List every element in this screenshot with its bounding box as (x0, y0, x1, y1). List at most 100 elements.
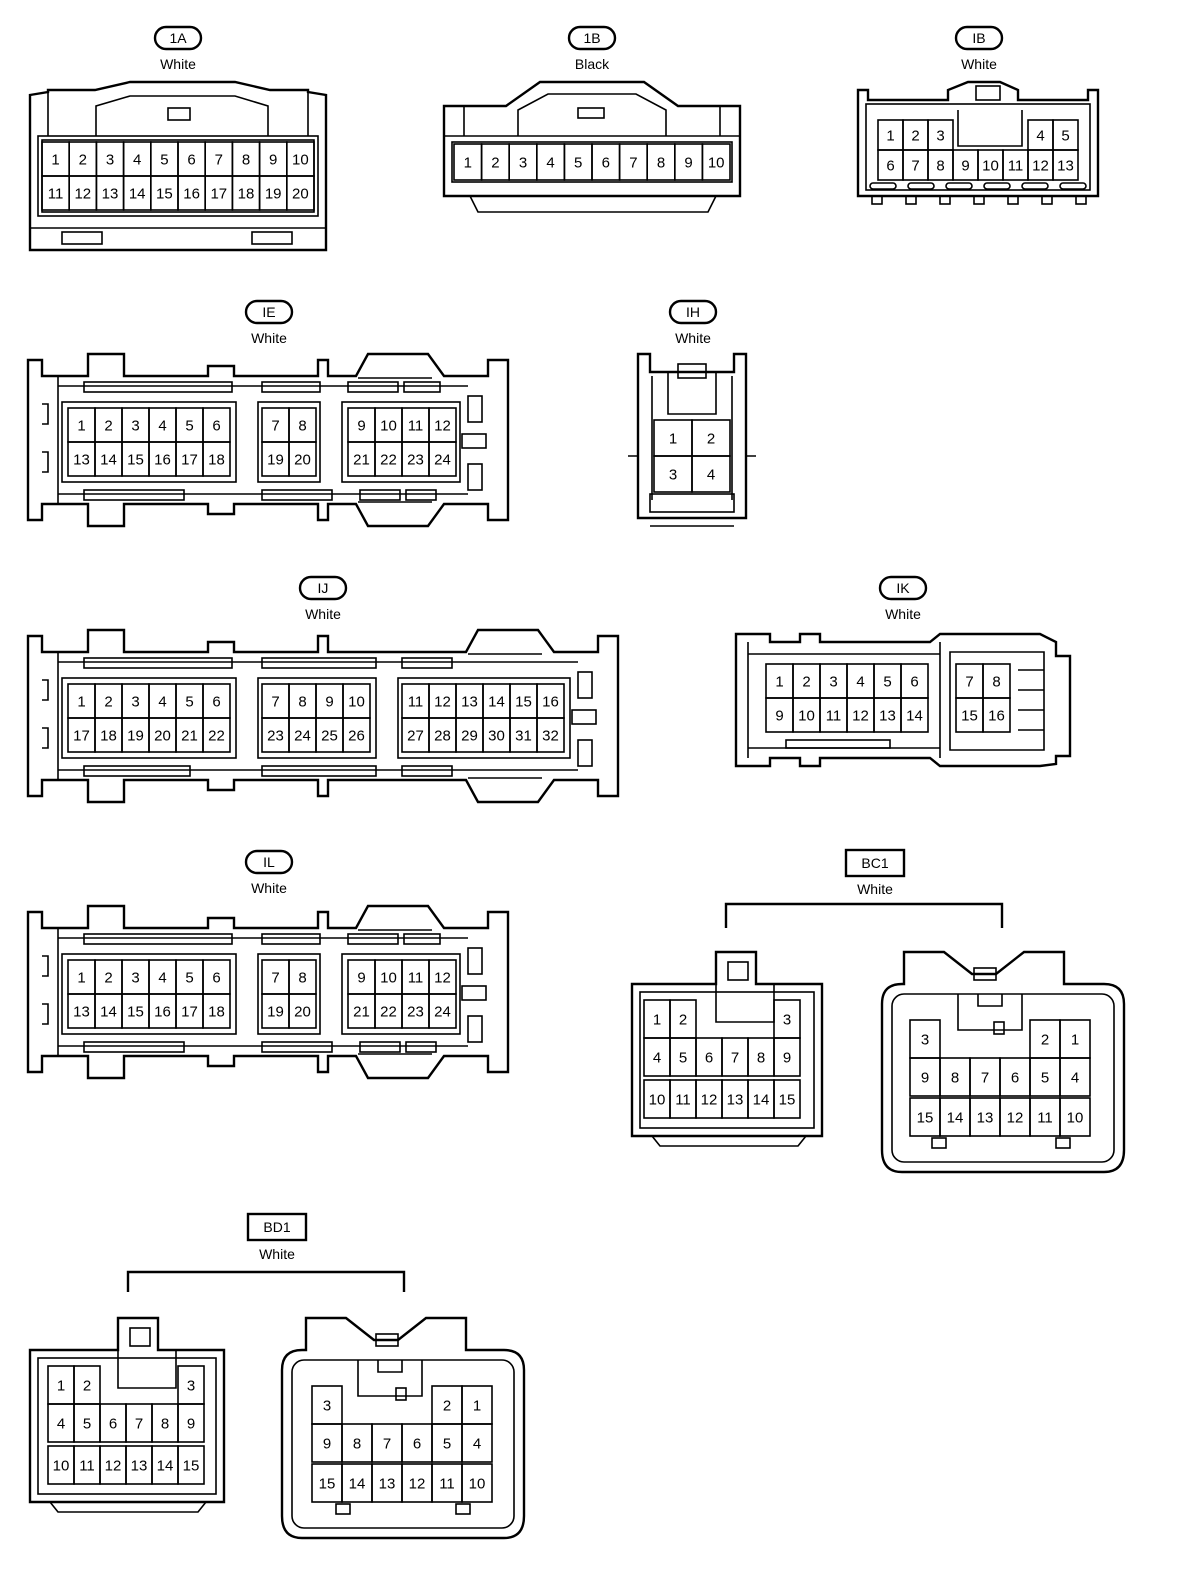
pin-number: 30 (488, 728, 505, 745)
pin-number: 4 (707, 467, 715, 484)
pin-cavity (202, 717, 231, 753)
pin-cell: 4 (535, 143, 566, 181)
pin-cell: 9 (952, 149, 979, 181)
pin-cell: 25 (315, 717, 344, 753)
pin-number: 14 (100, 1004, 117, 1021)
pin-number: 12 (434, 970, 451, 987)
pin-number: 23 (267, 728, 284, 745)
pin-number: 13 (879, 708, 896, 725)
pin-cell: 5 (1052, 119, 1079, 151)
pin-number: 6 (1011, 1070, 1019, 1087)
pin-cell: 17 (204, 175, 234, 211)
pin-cell: 1 (1059, 1019, 1091, 1059)
pin-cell: 9 (315, 683, 344, 719)
pin-cavity (428, 993, 457, 1029)
pin-cavity (536, 717, 565, 753)
pin-number: 15 (127, 452, 144, 469)
pin-cell: 6 (900, 663, 929, 699)
pin-number: 12 (852, 708, 869, 725)
pin-cell: 15 (909, 1097, 941, 1137)
pin-number: 10 (348, 694, 365, 711)
pin-cell: 2 (691, 419, 731, 457)
pin-cell: 3 (121, 407, 150, 443)
pin-number: 18 (100, 728, 117, 745)
pin-cell: 14 (122, 175, 152, 211)
pin-cell: 1 (453, 143, 483, 181)
pin-number: 4 (473, 1436, 481, 1453)
pin-cell: 9 (177, 1403, 205, 1443)
pin-number: 17 (181, 1004, 198, 1021)
pin-cell: 13 (125, 1445, 153, 1485)
pin-number: 7 (731, 1050, 739, 1067)
pin-cell: 7 (261, 407, 290, 443)
pin-number: 7 (981, 1070, 989, 1087)
pin-cell: 1 (461, 1385, 493, 1425)
pin-number: 5 (83, 1416, 91, 1433)
pin-number: 13 (1057, 158, 1074, 175)
pin-cell: 9 (347, 959, 376, 995)
pin-number: 3 (783, 1012, 791, 1029)
pin-cavity (202, 993, 231, 1029)
pin-cell: 14 (151, 1445, 179, 1485)
pin-cell: 4 (846, 663, 875, 699)
connector-color: White (675, 330, 711, 346)
pin-cell: 12 (846, 697, 875, 733)
pin-cell: 13 (455, 683, 484, 719)
pin-cell: 7 (969, 1057, 1001, 1097)
pin-cell: 17 (175, 441, 204, 477)
pin-cell: 2 (792, 663, 821, 699)
pin-cell: 9 (765, 697, 794, 733)
pin-cell: 8 (646, 143, 676, 181)
pin-cell: 8 (151, 1403, 179, 1443)
pin-number: 13 (727, 1092, 744, 1109)
pin-number: 9 (775, 708, 783, 725)
pin-number: 8 (161, 1416, 169, 1433)
pin-cell: 3 (508, 143, 538, 181)
pin-cell: 2 (480, 143, 511, 181)
pin-number: 21 (353, 1004, 370, 1021)
pin-number: 12 (701, 1092, 718, 1109)
pin-number: 2 (802, 674, 810, 691)
pin-cell: 15 (150, 175, 179, 211)
pin-cell: 3 (121, 683, 150, 719)
pin-cell: 10 (285, 141, 315, 177)
pin-number: 13 (73, 1004, 90, 1021)
pin-number: 19 (265, 186, 282, 203)
pin-cell: 13 (969, 1097, 1001, 1137)
pin-cell: 8 (927, 149, 954, 181)
pin-cell: 27 (401, 717, 430, 753)
pin-cell: 18 (202, 993, 231, 1029)
connector-label: BD1 (263, 1219, 290, 1235)
pin-cell: 17 (67, 717, 96, 753)
pin-cavity (982, 697, 1011, 733)
pin-number: 7 (383, 1436, 391, 1453)
pin-cell: 12 (695, 1079, 723, 1119)
pin-cell: 24 (428, 993, 457, 1029)
pin-number: 13 (73, 452, 90, 469)
pin-cell: 11 (431, 1463, 463, 1503)
pin-cell: 23 (401, 993, 430, 1029)
pin-cell: 4 (1027, 119, 1054, 151)
pin-number: 8 (298, 694, 306, 711)
pin-number: 14 (906, 708, 923, 725)
pin-number: 14 (129, 186, 146, 203)
pin-number: 9 (684, 155, 692, 172)
pin-number: 6 (413, 1436, 421, 1453)
pin-cell: 4 (1059, 1057, 1091, 1097)
pin-number: 7 (271, 694, 279, 711)
pin-number: 10 (292, 152, 309, 169)
pin-number: 20 (292, 186, 309, 203)
pin-number: 3 (131, 970, 139, 987)
pin-number: 6 (886, 158, 894, 175)
pin-number: 4 (133, 152, 141, 169)
pin-cell: 32 (536, 717, 565, 753)
pin-cell: 19 (261, 441, 290, 477)
pin-number: 18 (238, 186, 255, 203)
pin-cell: 3 (927, 119, 954, 151)
pin-number: 3 (323, 1398, 331, 1415)
pin-cell: 2 (669, 999, 697, 1039)
pin-number: 10 (798, 708, 815, 725)
pin-cell: 10 (701, 143, 731, 181)
pin-cell: 20 (288, 441, 317, 477)
